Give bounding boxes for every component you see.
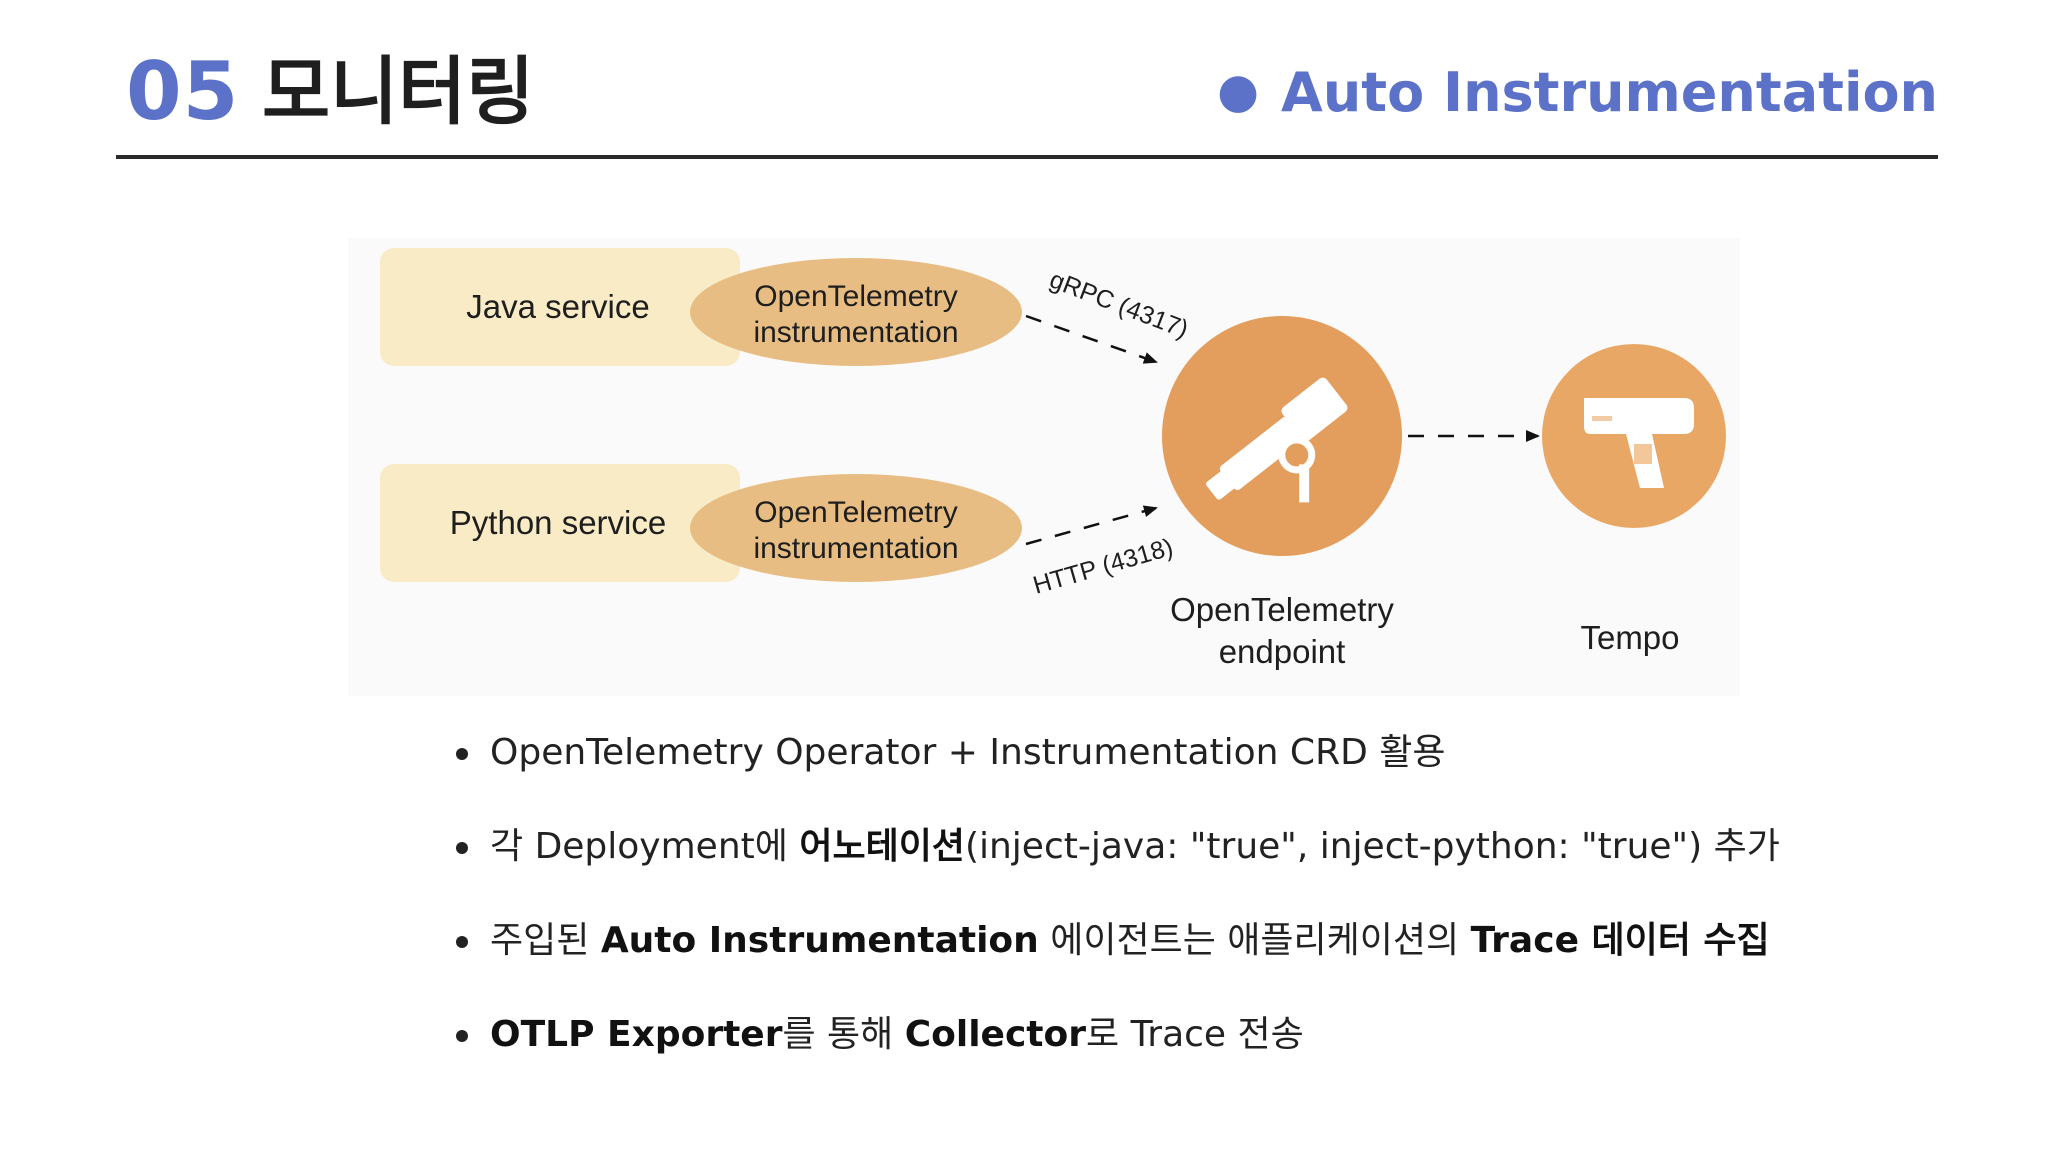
bullet-item: OpenTelemetry Operator + Instrumentation… [452, 720, 1852, 814]
bullet-item: 각 Deployment에 어노테이션(inject-java: "true",… [452, 814, 1852, 908]
grpc-arrow [1025, 314, 1158, 364]
bullet-emphasis: Auto Instrumentation [600, 920, 1039, 961]
bullet-dot-icon: ● [1217, 63, 1260, 119]
diagram-canvas: Java service OpenTelemetry instrumentati… [380, 248, 1726, 670]
header-divider [116, 155, 1938, 159]
bullet-list: OpenTelemetry Operator + Instrumentation… [452, 720, 1852, 1096]
slide-header: 05 모니터링 ● Auto Instrumentation [0, 0, 2048, 160]
topic-label: Auto Instrumentation [1281, 61, 1938, 124]
java-instrumentation-pill [690, 258, 1022, 366]
bullet-item: 주입된 Auto Instrumentation 에이전트는 애플리케이션의 T… [452, 908, 1852, 1002]
bullet-emphasis: Collector [904, 1014, 1087, 1055]
telescope-icon [1206, 377, 1348, 503]
bullet-emphasis: OTLP Exporter [490, 1014, 783, 1055]
section-title: 모니터링 [262, 49, 535, 135]
bullet-emphasis: 어노테이션 [799, 826, 965, 867]
bullet-text: 주입된 [490, 920, 601, 961]
section-number: 05 [126, 45, 240, 138]
endpoint-label-line1: OpenTelemetry [1170, 591, 1394, 628]
java-instrumentation-label-line2: instrumentation [753, 316, 958, 349]
bullet-text: 에이전트는 애플리케이션의 [1038, 920, 1471, 961]
bullet-text: 각 Deployment에 [490, 826, 800, 867]
topic-heading: ● Auto Instrumentation [1217, 58, 1938, 130]
bullet-item: OTLP Exporter를 통해 Collector로 Trace 전송 [452, 1002, 1852, 1096]
python-instrumentation-pill [690, 474, 1022, 582]
python-service-box [380, 464, 740, 582]
bullet-text: 를 통해 [782, 1014, 905, 1055]
tempo-icon [1584, 398, 1694, 488]
grpc-label: gRPC (4317) [1046, 265, 1192, 343]
java-service-label: Java service [466, 288, 649, 325]
python-instrumentation-label-line2: instrumentation [753, 532, 958, 565]
http-label: HTTP (4318) [1030, 533, 1176, 600]
bullet-text: (inject-java: "true", inject-python: "tr… [964, 826, 1780, 867]
python-instrumentation-label-line1: OpenTelemetry [754, 496, 957, 529]
tempo-label: Tempo [1580, 619, 1679, 656]
java-service-box [380, 248, 740, 366]
architecture-diagram: Java service OpenTelemetry instrumentati… [348, 238, 1740, 696]
python-service-label: Python service [450, 504, 666, 541]
bullet-emphasis: Trace 데이터 수집 [1470, 920, 1770, 961]
endpoint-label-line2: endpoint [1219, 633, 1346, 670]
bullet-text: 로 Trace 전송 [1086, 1014, 1304, 1055]
bullet-text: OpenTelemetry Operator + Instrumentation… [490, 732, 1446, 773]
http-arrow [1025, 505, 1158, 546]
java-instrumentation-label-line1: OpenTelemetry [754, 280, 957, 313]
